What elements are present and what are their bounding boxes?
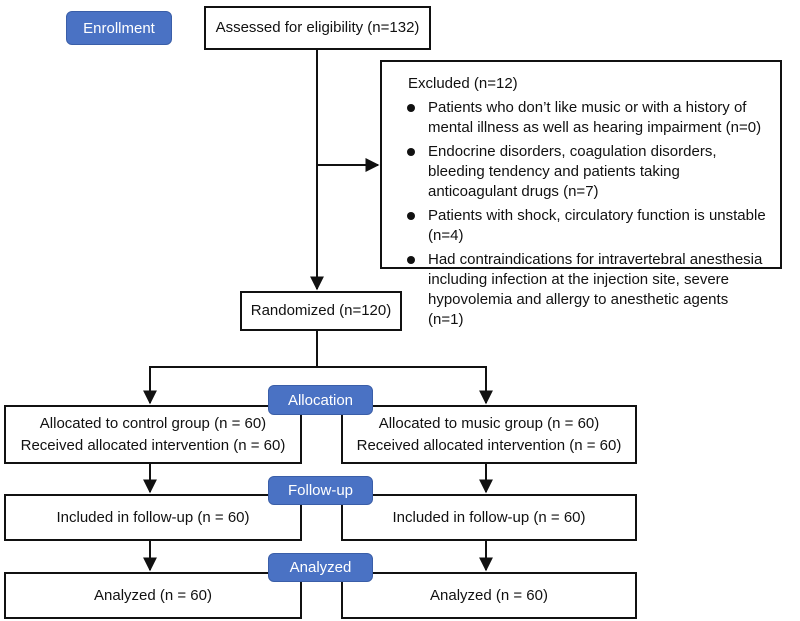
excluded-box: Excluded (n=12) Patients who don’t like … xyxy=(380,60,782,328)
music-followup-text: Included in follow-up (n = 60) xyxy=(392,508,586,526)
music-received-text: Received allocated intervention (n = 60) xyxy=(356,436,622,454)
follow-up-label: Follow-up xyxy=(268,476,373,505)
control-allocation-box: Allocated to control group (n = 60) Rece… xyxy=(4,405,302,464)
excluded-item: Patients who don’t like music or with a … xyxy=(407,98,766,138)
control-analyzed-box: Analyzed (n = 60) xyxy=(4,572,302,619)
control-received-text: Received allocated intervention (n = 60) xyxy=(20,436,286,454)
allocation-label: Allocation xyxy=(268,385,373,415)
enrollment-label: Enrollment xyxy=(66,11,172,45)
music-allocated-text: Allocated to music group (n = 60) xyxy=(378,414,600,432)
assessed-box: Assessed for eligibility (n=132) xyxy=(204,6,431,50)
excluded-item: Endocrine disorders, coagulation disorde… xyxy=(407,142,766,202)
control-analyzed-text: Analyzed (n = 60) xyxy=(94,586,212,604)
analyzed-label: Analyzed xyxy=(268,553,373,582)
excluded-title: Excluded (n=12) xyxy=(408,75,518,92)
randomized-text: Randomized (n=120) xyxy=(250,302,392,319)
music-analyzed-text: Analyzed (n = 60) xyxy=(430,586,548,604)
assessed-text: Assessed for eligibility (n=132) xyxy=(215,19,420,36)
control-followup-text: Included in follow-up (n = 60) xyxy=(56,508,250,526)
randomized-box: Randomized (n=120) xyxy=(240,291,402,331)
control-allocated-text: Allocated to control group (n = 60) xyxy=(39,414,267,432)
excluded-item: Had contraindications for intravertebral… xyxy=(407,250,766,330)
music-allocation-box: Allocated to music group (n = 60) Receiv… xyxy=(341,405,637,464)
excluded-item: Patients with shock, circulatory functio… xyxy=(407,206,766,246)
excluded-list: Patients who don’t like music or with a … xyxy=(407,98,766,330)
music-analyzed-box: Analyzed (n = 60) xyxy=(341,572,637,619)
control-followup-box: Included in follow-up (n = 60) xyxy=(4,494,302,541)
music-followup-box: Included in follow-up (n = 60) xyxy=(341,494,637,541)
